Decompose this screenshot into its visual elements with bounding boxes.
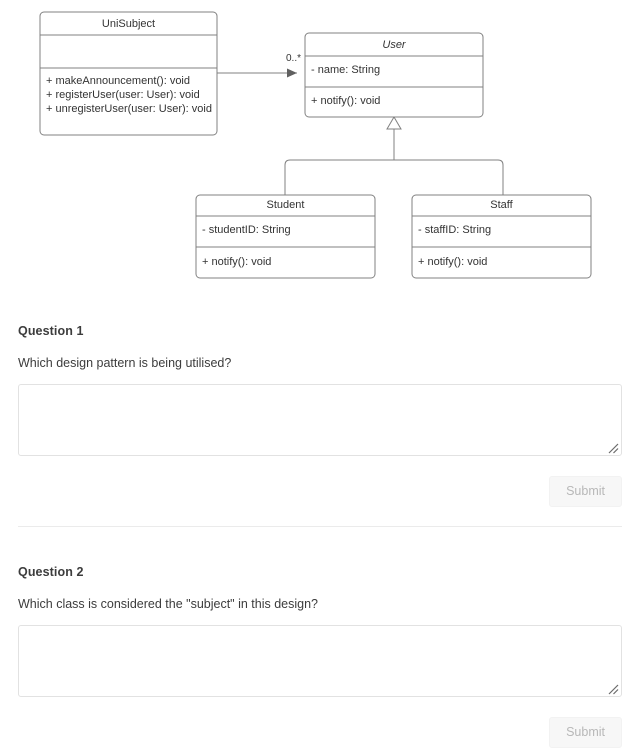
uml-class-name-user: User xyxy=(382,39,407,51)
question-2-submit-row: Submit xyxy=(18,717,622,748)
uml-class-staff: Staff - staffID: String + notify(): void xyxy=(411,194,592,279)
question-2-prompt: Which class is considered the "subject" … xyxy=(18,597,318,611)
uml-class-diagram: UniSubject + makeAnnouncement(): void + … xyxy=(0,0,640,300)
uml-class-name-unisubject: UniSubject xyxy=(102,18,155,30)
uml-class-unisubject: UniSubject + makeAnnouncement(): void + … xyxy=(39,11,218,136)
question-block-1: Question 1 Which design pattern is being… xyxy=(18,324,622,507)
question-1-answer-area[interactable] xyxy=(18,384,622,456)
question-1-answer-input[interactable] xyxy=(19,385,621,455)
section-divider xyxy=(18,526,622,527)
uml-class-name-staff: Staff xyxy=(490,199,513,211)
question-block-2: Question 2 Which class is considered the… xyxy=(18,565,622,748)
uml-operation: + unregisterUser(user: User): void xyxy=(46,103,212,115)
uml-class-student: Student - studentID: String + notify(): … xyxy=(195,194,376,279)
uml-class-user: User - name: String + notify(): void 0..… xyxy=(286,32,484,118)
uml-attribute: - name: String xyxy=(311,64,380,76)
question-1-heading: Question 1 xyxy=(18,324,84,338)
uml-operation: + notify(): void xyxy=(418,256,487,268)
uml-operation: + notify(): void xyxy=(311,95,380,107)
uml-multiplicity-label: 0..* xyxy=(286,53,301,64)
uml-class-name-student: Student xyxy=(267,199,305,211)
uml-operation: + notify(): void xyxy=(202,256,271,268)
question-1-submit-button[interactable]: Submit xyxy=(549,476,622,507)
uml-operation: + registerUser(user: User): void xyxy=(46,89,200,101)
uml-attribute: - studentID: String xyxy=(202,224,291,236)
uml-attribute: - staffID: String xyxy=(418,224,491,236)
question-2-answer-input[interactable] xyxy=(19,626,621,696)
generalization-connectors xyxy=(284,116,504,195)
question-2-submit-button[interactable]: Submit xyxy=(549,717,622,748)
question-2-heading: Question 2 xyxy=(18,565,84,579)
question-1-prompt: Which design pattern is being utilised? xyxy=(18,356,232,370)
association-unisubject-user xyxy=(217,68,297,78)
question-2-answer-area[interactable] xyxy=(18,625,622,697)
uml-operation: + makeAnnouncement(): void xyxy=(46,75,190,87)
question-1-submit-row: Submit xyxy=(18,476,622,507)
